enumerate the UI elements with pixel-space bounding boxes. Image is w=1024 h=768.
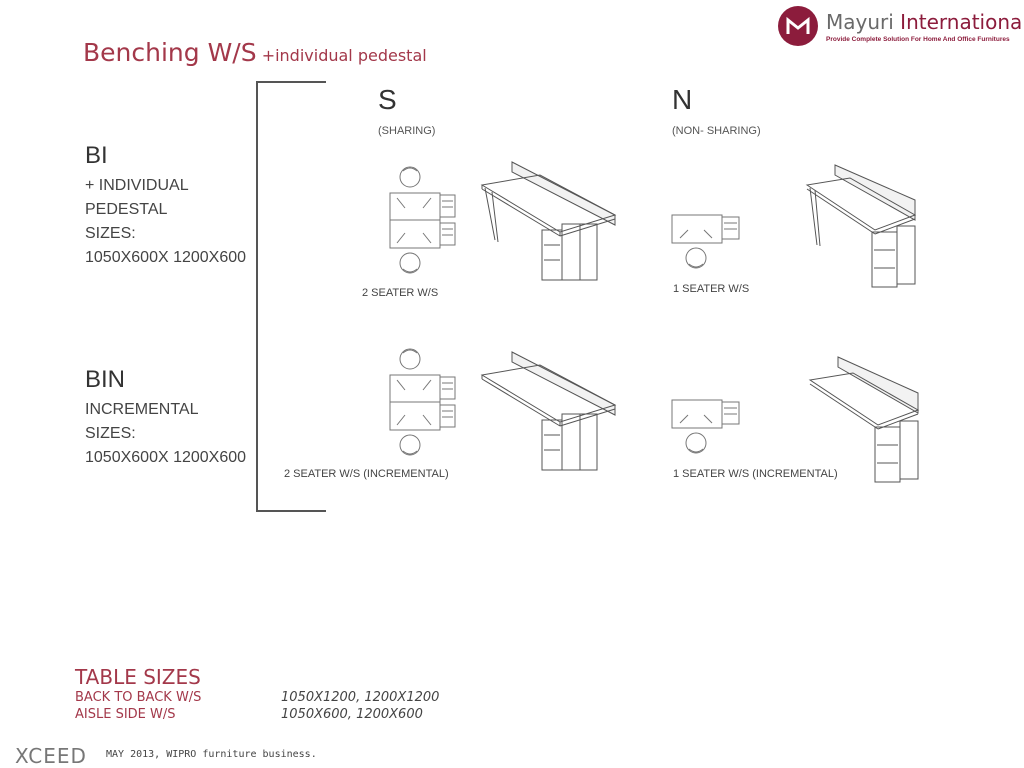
table-sizes-row2-value: 1050X600, 1200X600 (281, 707, 423, 722)
column-n-letter: N (672, 84, 693, 115)
grouping-bracket (256, 81, 326, 512)
perspective-2-seater-icon (480, 161, 617, 281)
footer-text: MAY 2013, WIPRO furniture business. (106, 749, 317, 760)
bi-line4: 1050X600X 1200X600 (85, 249, 247, 266)
bi-line1: + INDIVIDUAL (85, 177, 189, 194)
title-sub: +individual pedestal (261, 46, 427, 65)
table-sizes-row1-label: BACK TO BACK W/S (75, 690, 202, 705)
bin-line2: SIZES: (85, 425, 136, 442)
logo-name-part1: Mayuri (826, 10, 894, 34)
column-s-letter: S (378, 84, 397, 115)
footer-brand-logo: XCEED (15, 744, 87, 768)
bi-description: + INDIVIDUAL PEDESTAL SIZES: 1050X600X 1… (85, 174, 246, 270)
logo-tagline: Provide Complete Solution For Home And O… (826, 36, 1010, 43)
bi-line3: SIZES: (85, 225, 136, 242)
logo-name-part2: International (900, 10, 1024, 34)
plan-2-seater-icon (389, 166, 456, 274)
bin-line1: INCREMENTAL (85, 401, 199, 418)
caption-2-seater-incremental: 2 SEATER W/S (INCREMENTAL) (284, 468, 449, 480)
page-title: Benching W/S +individual pedestal (83, 38, 427, 67)
logo-name: Mayuri International (826, 10, 1024, 34)
plan-2-seater-incremental-icon (389, 348, 456, 456)
logo-icon (778, 6, 818, 46)
caption-1-seater: 1 SEATER W/S (673, 283, 750, 295)
bi-line2: PEDESTAL (85, 201, 168, 218)
perspective-1-seater-incremental-icon (808, 356, 920, 483)
perspective-1-seater-icon (805, 164, 917, 288)
logo-mark (786, 16, 810, 34)
bin-code: BIN (85, 366, 126, 393)
plan-1-seater-incremental-icon (671, 399, 740, 454)
column-s-sub: (SHARING) (378, 125, 436, 137)
column-n-sub: (NON- SHARING) (672, 125, 761, 137)
caption-2-seater: 2 SEATER W/S (362, 287, 439, 299)
caption-1-seater-incremental: 1 SEATER W/S (INCREMENTAL) (673, 468, 838, 480)
bin-description: INCREMENTAL SIZES: 1050X600X 1200X600 (85, 398, 246, 470)
plan-1-seater-icon (671, 214, 740, 269)
title-main: Benching W/S (83, 38, 257, 67)
bi-code: BI (85, 142, 108, 169)
perspective-2-seater-incremental-icon (480, 351, 617, 471)
table-sizes-row1-value: 1050X1200, 1200X1200 (281, 690, 440, 705)
table-sizes-row2-label: AISLE SIDE W/S (75, 707, 176, 722)
table-sizes-title: TABLE SIZES (75, 665, 201, 689)
bin-line3: 1050X600X 1200X600 (85, 449, 247, 466)
